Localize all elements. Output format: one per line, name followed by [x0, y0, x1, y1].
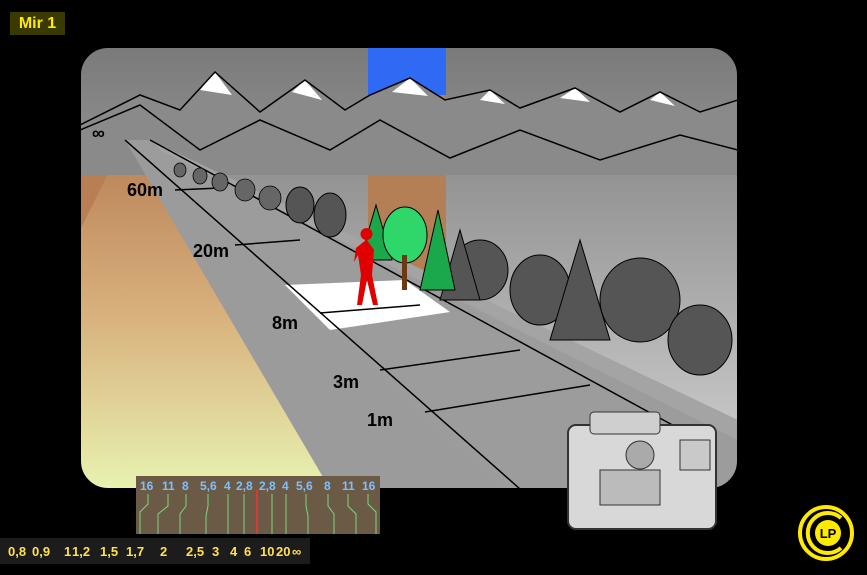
distance-scale-label: 20 — [276, 544, 291, 559]
aperture-label: 4 — [282, 479, 289, 493]
subject-figure — [354, 228, 378, 305]
distance-label-20m: 20m — [193, 241, 230, 261]
aperture-label: 4 — [224, 479, 231, 493]
distance-scale-label: 0,9 — [32, 544, 51, 559]
distance-label-1m: 1m — [367, 410, 394, 430]
distance-scale-label: 1,7 — [126, 544, 145, 559]
aperture-label: 8 — [324, 479, 331, 493]
distance-scale-label: 0,8 — [8, 544, 27, 559]
distance-label-infinity: ∞ — [92, 123, 105, 143]
app-title: Mir 1 — [10, 12, 65, 35]
distance-scale-label: 1,5 — [100, 544, 119, 559]
aperture-label: 2,8 — [236, 479, 253, 493]
distance-scale: 0,8 0,9 1 1,2 1,5 1,7 2 2,5 3 4 6 10 20 … — [0, 538, 310, 564]
distance-scale-label: 6 — [244, 544, 252, 559]
depth-of-field-scale: 16 11 8 5,6 4 2,8 2,8 4 5,6 8 11 16 — [136, 476, 380, 534]
distance-label-60m: 60m — [127, 180, 164, 200]
distance-scale-label: ∞ — [292, 544, 302, 559]
distance-scale-label: 3 — [212, 544, 220, 559]
camera-icon — [567, 411, 717, 530]
aperture-label: 16 — [362, 479, 376, 493]
lp-logo: LP — [797, 504, 855, 562]
distance-scale-label: 10 — [260, 544, 275, 559]
distance-scale-label: 4 — [230, 544, 238, 559]
dof-scale-lines — [139, 490, 377, 534]
aperture-label: 11 — [342, 479, 355, 493]
aperture-label: 8 — [182, 479, 189, 493]
aperture-label: 5,6 — [296, 479, 313, 493]
aperture-label: 5,6 — [200, 479, 217, 493]
logo-text: LP — [820, 526, 837, 541]
aperture-label: 11 — [162, 479, 175, 493]
distance-scale-label: 2,5 — [186, 544, 205, 559]
distance-scale-label: 1,2 — [72, 544, 91, 559]
distance-scale-label: 2 — [160, 544, 168, 559]
distance-label-8m: 8m — [272, 313, 299, 333]
distance-scale-label: 1 — [64, 544, 72, 559]
distance-label-3m: 3m — [333, 372, 360, 392]
aperture-label: 2,8 — [259, 479, 276, 493]
aperture-label: 16 — [140, 479, 154, 493]
